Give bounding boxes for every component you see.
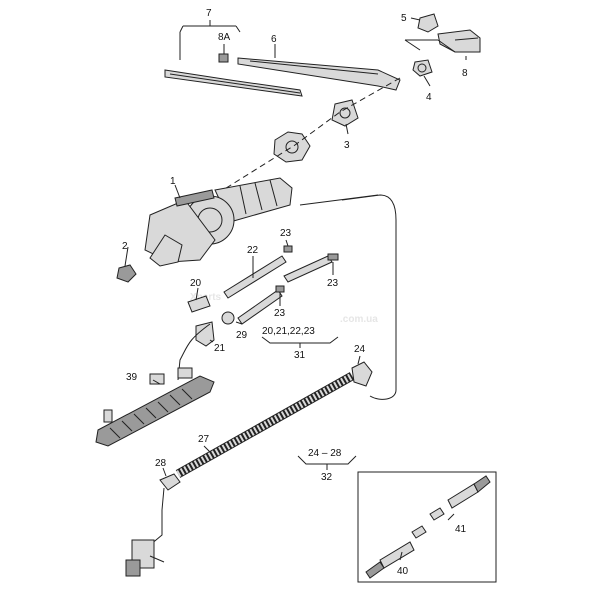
spindle-nut bbox=[412, 59, 433, 77]
callout-20: 20 bbox=[190, 278, 202, 289]
mounting-nut bbox=[116, 264, 137, 283]
connector-23-right bbox=[327, 253, 339, 261]
callout-22: 22 bbox=[247, 245, 259, 256]
cap bbox=[417, 13, 439, 33]
callout-2: 2 bbox=[122, 241, 128, 252]
cover bbox=[437, 29, 481, 53]
corrugated-hose bbox=[175, 372, 355, 478]
hose-run-top bbox=[299, 194, 379, 206]
group-31: 31 bbox=[294, 350, 306, 361]
callout-6: 6 bbox=[271, 34, 277, 45]
callout-5: 5 bbox=[401, 13, 407, 24]
clip-29 bbox=[221, 311, 235, 325]
callout-1: 1 bbox=[170, 176, 176, 187]
group-31-items: 20,21,22,23 bbox=[262, 326, 315, 337]
nozzle-connector-41 bbox=[429, 475, 491, 521]
leader-lines bbox=[124, 17, 467, 521]
hose-22 bbox=[223, 255, 287, 299]
nozzle-connector-40 bbox=[365, 525, 427, 579]
wiper-arm bbox=[237, 57, 401, 91]
hose-upper-right bbox=[283, 255, 333, 283]
callout-4: 4 bbox=[426, 92, 432, 103]
callout-23-top: 23 bbox=[280, 228, 292, 239]
wiper-motor bbox=[144, 177, 293, 267]
callout-41: 41 bbox=[455, 524, 467, 535]
callout-40: 40 bbox=[397, 566, 409, 577]
callout-8a: 8A bbox=[218, 32, 231, 43]
watermark-domain: .com.ua bbox=[340, 314, 378, 325]
elbow-28 bbox=[159, 473, 181, 491]
washer-pump bbox=[125, 539, 165, 577]
hose-run-right bbox=[341, 194, 397, 400]
grommet bbox=[331, 99, 359, 127]
callout-8: 8 bbox=[462, 68, 468, 79]
callout-23-right: 23 bbox=[327, 278, 339, 289]
blade-clip bbox=[218, 53, 229, 63]
elbow-21 bbox=[195, 321, 215, 347]
callout-39: 39 bbox=[126, 372, 138, 383]
connector-23-mid bbox=[275, 285, 285, 293]
elbow-24 bbox=[351, 361, 373, 387]
callout-3: 3 bbox=[344, 140, 350, 151]
hose-to-pump bbox=[149, 487, 165, 546]
callout-29: 29 bbox=[236, 330, 248, 341]
seal-washer bbox=[273, 131, 311, 163]
hose-run-left bbox=[177, 323, 211, 381]
hose-lower bbox=[237, 289, 283, 325]
wiper-blade bbox=[164, 69, 303, 97]
callout-23-mid: 23 bbox=[274, 308, 286, 319]
group-32-items: 24 – 28 bbox=[308, 448, 342, 459]
washer-bar bbox=[95, 367, 215, 447]
callout-7: 7 bbox=[206, 8, 212, 19]
detail-inset bbox=[357, 471, 497, 583]
connector-23-top bbox=[283, 245, 293, 253]
callout-21: 21 bbox=[214, 343, 226, 354]
callout-27: 27 bbox=[198, 434, 210, 445]
connector-20 bbox=[187, 295, 211, 313]
callout-28: 28 bbox=[155, 458, 167, 469]
group-32: 32 bbox=[321, 472, 333, 483]
callout-24: 24 bbox=[354, 344, 366, 355]
